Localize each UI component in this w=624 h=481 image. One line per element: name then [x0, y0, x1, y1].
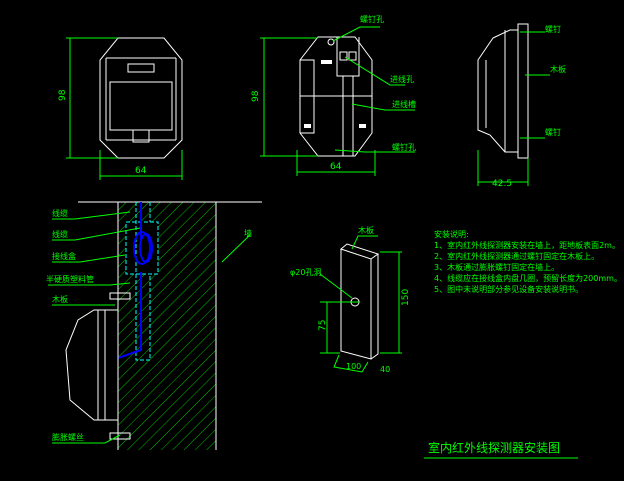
note-item: 3、木板通过膨胀螺钉固定在墙上。 [434, 262, 559, 272]
note-item: 5、图中未说明部分参见设备安装说明书。 [434, 284, 583, 294]
label-hole: φ20孔洞 [290, 267, 321, 277]
label-wood-board-side: 木板 [550, 64, 566, 74]
label-cable-inlet-hole: 进线孔 [390, 74, 414, 84]
label-cable-2: 线缆 [52, 229, 68, 239]
back-width-dim: 64 [330, 162, 342, 172]
label-screw-bottom: 螺钉 [545, 127, 561, 137]
drawing-title: 室内红外线探测器安装图 [428, 440, 560, 455]
back-height-dim: 98 [251, 90, 261, 102]
label-cable-1: 线缆 [52, 208, 68, 218]
front-height-dim: 98 [58, 89, 68, 101]
board-width-dim: 100 [346, 362, 361, 371]
label-board: 木板 [358, 225, 374, 235]
label-expansion-bolt: 膨胀螺丝 [52, 432, 84, 442]
side-depth-dim: 42.5 [492, 179, 512, 189]
label-screw-hole-bottom: 螺钉孔 [392, 142, 416, 152]
front-width-dim: 64 [135, 166, 147, 176]
board-height-dim: 150 [401, 289, 411, 306]
label-junction-box: 接线盒 [52, 251, 76, 261]
note-item: 4、线缆应在接线盒内盘几圈，预留长度为200mm。 [434, 273, 622, 283]
board-depth-dim: 40 [380, 365, 390, 374]
board-view: 木板 φ20孔洞 150 75 100 40 [290, 225, 411, 374]
label-wall: 墙 [244, 228, 252, 238]
install-notes: 安装说明: 1、室内红外线探测器安装在墙上，距地板表面2m。 2、室内红外线探测… [434, 229, 622, 294]
label-conduit: 半硬质塑料管 [46, 274, 94, 284]
label-wood-board: 木板 [52, 294, 68, 304]
back-view: 螺钉孔 进线孔 进线槽 螺钉孔 98 64 [251, 14, 416, 176]
label-screw-top: 螺钉 [545, 24, 561, 34]
section-view: 线缆 线缆 接线盒 半硬质塑料管 木板 膨胀螺丝 墙 [46, 201, 262, 450]
label-cable-groove: 进线槽 [392, 99, 416, 109]
front-view: 98 64 [58, 37, 183, 180]
notes-heading: 安装说明: [434, 229, 469, 239]
label-screw-hole-top: 螺钉孔 [360, 14, 384, 24]
side-view: 螺钉 木板 螺钉 42.5 [477, 23, 566, 189]
board-hole-dim: 75 [318, 320, 328, 331]
note-item: 1、室内红外线探测器安装在墙上，距地板表面2m。 [434, 240, 620, 250]
note-item: 2、室内红外线探测器通过螺钉固定在木板上。 [434, 251, 599, 261]
